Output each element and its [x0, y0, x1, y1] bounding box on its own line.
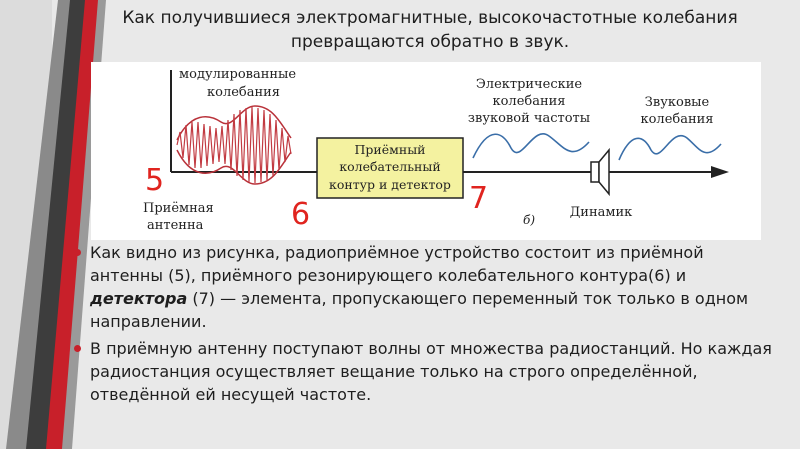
label-modulated-line2: колебания: [207, 85, 280, 100]
bullet-2-text: В приёмную антенну поступают волны от мн…: [90, 339, 772, 404]
bullet-1-term: детектора: [90, 289, 188, 308]
label-antenna-line2: антенна: [147, 218, 204, 233]
receiver-box: [316, 137, 464, 199]
box-label-line2: колебательный: [339, 159, 440, 174]
number-circuit: 6: [291, 197, 310, 232]
box-label-line3: контур и детектор: [329, 177, 451, 192]
bullet-dot-icon: [74, 345, 81, 352]
bullet-dot-icon: [74, 249, 81, 256]
bullet-1-text-after: (7) — элемента, пропускающего переменный…: [90, 289, 749, 331]
label-sound-line2: колебания: [640, 112, 713, 127]
label-sound-line1: Звуковые: [645, 95, 710, 110]
electric-wave: [472, 133, 590, 159]
arrow-head-icon: [711, 166, 729, 178]
label-electric-line2: колебания: [492, 94, 565, 109]
label-subfigure: б): [523, 213, 535, 227]
label-electric-line3: звуковой частоты: [468, 111, 590, 126]
label-electric-line1: Электрические: [476, 77, 583, 92]
sound-wave: [618, 134, 722, 161]
bullet-item-1: Как видно из рисунка, радиоприёмное устр…: [74, 241, 774, 333]
box-label-line1: Приёмный: [355, 142, 426, 157]
label-speaker: Динамик: [570, 205, 633, 220]
bullet-item-2: В приёмную антенну поступают волны от мн…: [74, 337, 774, 406]
label-modulated-line1: модулированные: [179, 67, 296, 82]
slide-title: Как получившиеся электромагнитные, высок…: [122, 8, 738, 52]
label-antenna-line1: Приёмная: [143, 201, 214, 216]
number-detector: 7: [469, 181, 488, 216]
radio-receiver-figure: модулированные колебания Приёмный колеба…: [91, 62, 761, 240]
number-antenna: 5: [145, 163, 164, 198]
speaker-icon: [590, 147, 610, 197]
bullet-1-text-before: Как видно из рисунка, радиоприёмное устр…: [90, 243, 704, 285]
bullet-list: Как видно из рисунка, радиоприёмное устр…: [74, 241, 774, 406]
modulated-wave: [176, 105, 292, 185]
